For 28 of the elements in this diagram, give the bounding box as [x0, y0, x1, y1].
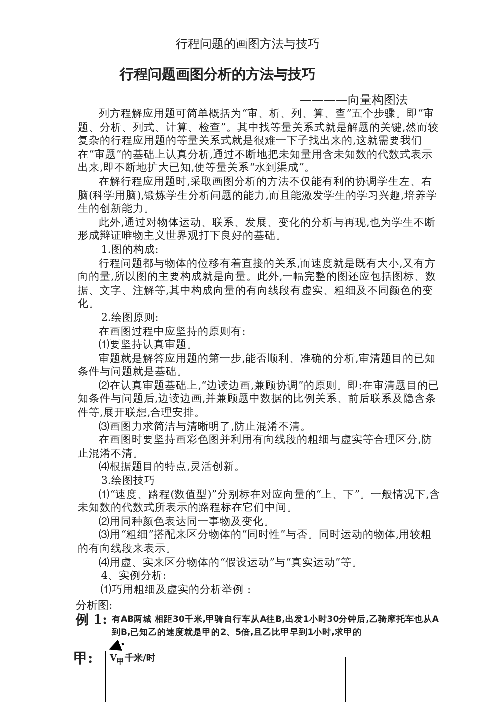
paragraph: ⑷用虚、实来区分物体的“假设运动”与“真实运动”等。: [98, 556, 364, 570]
section-heading: 1.图的构成:: [100, 244, 160, 258]
section-heading: 4、实例分析:: [100, 570, 168, 584]
paragraph: ⑶用“粗细”搭配来区分物体的“同时性”与否。同时运动的物体,用较粗的有向线段来表示。: [78, 529, 434, 557]
section-heading: ⑴巧用粗细及虚实的分析举例 :: [100, 584, 252, 598]
row-label: 甲:: [74, 651, 94, 667]
subtitle: ————向量构图法: [300, 92, 408, 108]
example-heading: 例 1:: [76, 613, 108, 628]
paragraph: 列方程解应用题可简单概括为“审、析、列、算、查”五个步骤。即“审题、分析、列式、计算、检查”。其中找等量关系式就是解题的关键,然而较复杂的行程应用题的等量关系式就是很难一下子找出来的,这就需要我们在“审题”的基础上认真分析,通过不断地把未知量用含未知数的代数式表示出来,即不断地扩大已知,使等量关系“水到渠成”。: [78, 108, 440, 176]
document-title: 行程问题画图分析的方法与技巧: [120, 66, 316, 84]
page-header: 行程问题的画图方法与技巧: [175, 36, 321, 53]
paragraph: 行程问题都与物体的位移有着直接的关系,而速度就是既有大小,又有方向的量,所以图的主要构成就是向量。此外,一幅完整的图还应包括图标、数据、文字、注解等,其中构成向量的有向线段有虚实、粗细及不同颜色的变化。: [78, 258, 438, 312]
paragraph: 此外,通过对物体运动、联系、发展、变化的分析与再现,也为学生不断形成辩证唯物主义世界观打下良好的基础。: [78, 216, 437, 244]
paragraph: ⑵用同种颜色表达同一事物及变化。: [98, 516, 276, 529]
paragraph: 在解行程应用题时,采取画图分析的方法不仅能有利的协调学生左、右脑(科学用脑),锻炼学生分析问题的能力,而且能激发学生的学习兴趣,培养学生的创新能力。: [78, 176, 438, 217]
figure-caption: 分析图:: [76, 599, 113, 612]
paragraph: 在画图过程中应坚持的原则有:: [98, 326, 247, 339]
section-heading: 3.绘图技巧: [100, 475, 156, 489]
paragraph: 审题就是解答应用题的第一步,能否顺利、准确的分析,审清题目的已知条件与问题就是基础。: [78, 352, 437, 380]
paragraph: ⑴“速度、路程(数值型)”分别标在对应向量的“上、下”。一般情况下,含未知数的代数式所表示的路程标在它们中间。: [78, 488, 442, 516]
speed-label: V$_{甲}$千米/时: [110, 653, 156, 668]
paragraph: ⑴要坚持认真审题。: [98, 339, 200, 353]
paragraph: ⑵在认真审题基础上,“边读边画,兼顾协调”的原则。即:在审清题目的已知条件与问题后,边读边画,并兼顾题中数据的比例关系、前后联系及隐含条件等,展开联想,合理安排。: [78, 380, 440, 421]
section-heading: 2.绘图原则:: [100, 312, 160, 326]
paragraph: ⑶画图力求简洁与清晰明了,防止混淆不清。: [98, 420, 313, 434]
paragraph: 在画图时要坚持画彩色图并利用有向线段的粗细与虚实等合理区分,防止混淆不清。: [78, 434, 434, 461]
example-problem: 有AB两城 相距30千米,甲骑自行车从A往B,出发1小时30分钟后,乙骑摩托车也从A到B,已知乙的速度就是甲的2、5倍,且乙比甲早到1小时,求甲的: [112, 614, 440, 640]
paragraph: ⑷根据题目的特点,灵活创新。: [98, 461, 247, 476]
